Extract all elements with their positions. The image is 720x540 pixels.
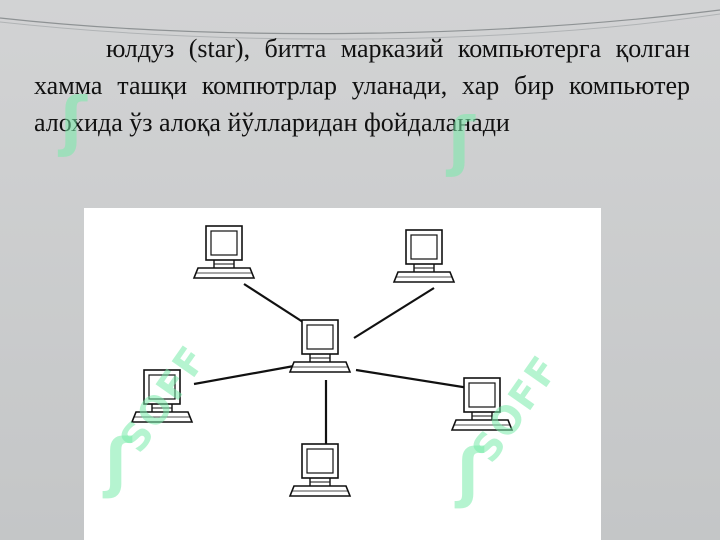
link-top-left (243, 283, 307, 325)
connection-lines (193, 283, 470, 444)
central-computer-icon (289, 319, 351, 373)
star-topology-diagram (84, 208, 601, 540)
left-computer-icon (131, 369, 193, 423)
diagram-canvas (131, 225, 513, 497)
link-top-right (353, 287, 435, 339)
top-right-computer-icon (393, 229, 455, 283)
bottom-computer-icon (289, 443, 351, 497)
slide-header-curve (0, 9, 720, 40)
slide-paragraph: юлдуз (star), битта марказий компьютерга… (34, 34, 690, 137)
top-left-computer-icon (193, 225, 255, 279)
link-right (355, 368, 470, 390)
link-left (193, 364, 295, 386)
